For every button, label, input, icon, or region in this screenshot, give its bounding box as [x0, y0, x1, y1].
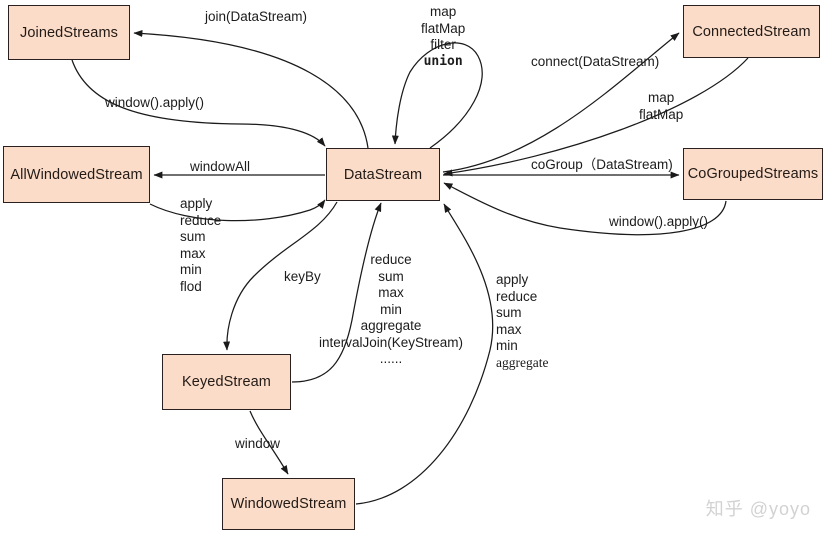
edge-connectedstream-to-datastream [443, 57, 749, 177]
edge-label-join: join(DataStream) [205, 9, 308, 24]
op-item: apply [180, 196, 213, 211]
op-item: flod [180, 278, 202, 294]
op-item: sum [378, 268, 404, 284]
op-item: max [496, 321, 522, 337]
op-item: ...... [379, 351, 403, 366]
op-item: filter [430, 37, 456, 52]
edge-keyedstream-to-windowedstream [249, 410, 289, 475]
node-joined-streams[interactable]: JoinedStreams [8, 5, 130, 60]
op-item: intervalJoin(KeyStream) [319, 334, 464, 350]
node-connected-stream[interactable]: ConnectedStream [683, 5, 820, 58]
node-all-windowed-stream[interactable]: AllWindowedStream [3, 146, 150, 203]
edge-datastream-to-joinedstreams [133, 29, 369, 149]
edge-allwindowedstream-to-datastream [149, 199, 326, 222]
edge-datastream-to-keyedstream [223, 201, 338, 351]
node-windowed-stream[interactable]: WindowedStream [222, 478, 355, 530]
edge-windowedstream-to-datastream [355, 203, 494, 505]
edge-label-cogroup: coGroup（DataStream) [531, 157, 673, 172]
op-item: map [430, 4, 457, 19]
edge-label-connect: connect(DataStream) [531, 54, 660, 69]
edge-datastream-to-connectedstream [442, 32, 680, 173]
edge-keyedstream-to-datastream [291, 202, 382, 383]
op-item: min [380, 301, 402, 317]
op-item: union [423, 53, 463, 69]
op-item: max [378, 285, 404, 300]
op-item: aggregate [360, 318, 422, 333]
op-list-keyed-stream: reduce sum max min aggregate intervalJoi… [319, 252, 463, 368]
edge-cogroupedstreams-to-datastream [443, 182, 727, 236]
op-item: reduce [370, 252, 412, 267]
node-label: AllWindowedStream [10, 166, 143, 183]
op-item: min [496, 338, 518, 353]
edge-label-key-by: keyBy [284, 269, 321, 284]
node-label: DataStream [343, 166, 423, 183]
edge-label-window: window [235, 436, 281, 451]
node-label: JoinedStreams [19, 24, 118, 41]
node-data-stream[interactable]: DataStream [326, 148, 440, 201]
node-label: WindowedStream [230, 496, 347, 512]
edge-label-window-apply-cogrouped: window().apply() [609, 214, 709, 229]
edge-label-window-all: windowAll [190, 159, 251, 174]
node-label: KeyedStream [182, 374, 271, 390]
op-item: sum [180, 229, 206, 244]
node-label: CoGroupedStreams [687, 166, 819, 182]
op-item: reduce [180, 212, 222, 228]
node-keyed-stream[interactable]: KeyedStream [162, 354, 291, 410]
op-item: apply [496, 272, 529, 287]
op-item: reduce [496, 288, 538, 304]
op-list-all-windowed-stream: apply reduce sum max min flod [180, 196, 221, 295]
op-item: aggregate [496, 354, 549, 370]
op-item: flatMap [639, 106, 684, 122]
edge-datastream-self-loop [391, 42, 483, 149]
op-list-windowed-stream: apply reduce sum max min aggregate [496, 272, 548, 371]
edge-joinedstreams-to-datastream [71, 59, 326, 147]
op-item: sum [496, 305, 522, 320]
op-list-datastream-self: map flatMap filter union [421, 4, 465, 70]
watermark: 知乎 @yoyo [705, 499, 811, 519]
op-list-connected-stream: map flatMap [639, 90, 683, 123]
op-item: map [648, 90, 675, 105]
node-co-grouped-streams[interactable]: CoGroupedStreams [683, 148, 823, 200]
edge-label-window-apply-joined: window().apply() [105, 95, 205, 110]
op-item: max [180, 245, 206, 261]
op-item: min [180, 262, 202, 277]
node-label: ConnectedStream [692, 23, 811, 40]
op-item: flatMap [421, 20, 466, 36]
